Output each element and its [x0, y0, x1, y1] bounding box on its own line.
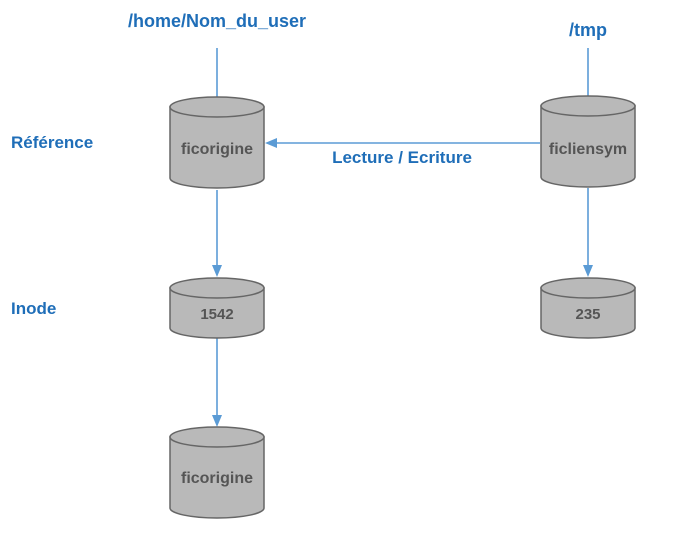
- link-label: Lecture / Ecriture: [332, 148, 472, 167]
- cylinder-data-left: ficorigine: [169, 426, 265, 519]
- row-label-inode: Inode: [11, 299, 56, 318]
- cylinder-inode-right: 235: [540, 277, 636, 339]
- arrowhead-data: [212, 415, 222, 427]
- cylinder-inode-left: 1542: [169, 277, 265, 339]
- node-label-inode-right: 235: [575, 306, 600, 323]
- arrowhead-235: [583, 265, 593, 277]
- node-label-ref-left: ficorigine: [181, 141, 253, 158]
- cylinder-ref-left: ficorigine: [169, 96, 265, 189]
- path-label-tmp: /tmp: [569, 20, 607, 40]
- node-label-data-left: ficorigine: [181, 470, 253, 487]
- cylinder-ref-right: ficliensym: [540, 95, 636, 188]
- arrowhead-ficorigine: [265, 138, 277, 148]
- arrowhead-1542: [212, 265, 222, 277]
- node-label-ref-right: ficliensym: [549, 141, 627, 158]
- node-label-inode-left: 1542: [200, 306, 233, 323]
- row-label-reference: Référence: [11, 133, 93, 152]
- path-label-home: /home/Nom_du_user: [128, 11, 306, 31]
